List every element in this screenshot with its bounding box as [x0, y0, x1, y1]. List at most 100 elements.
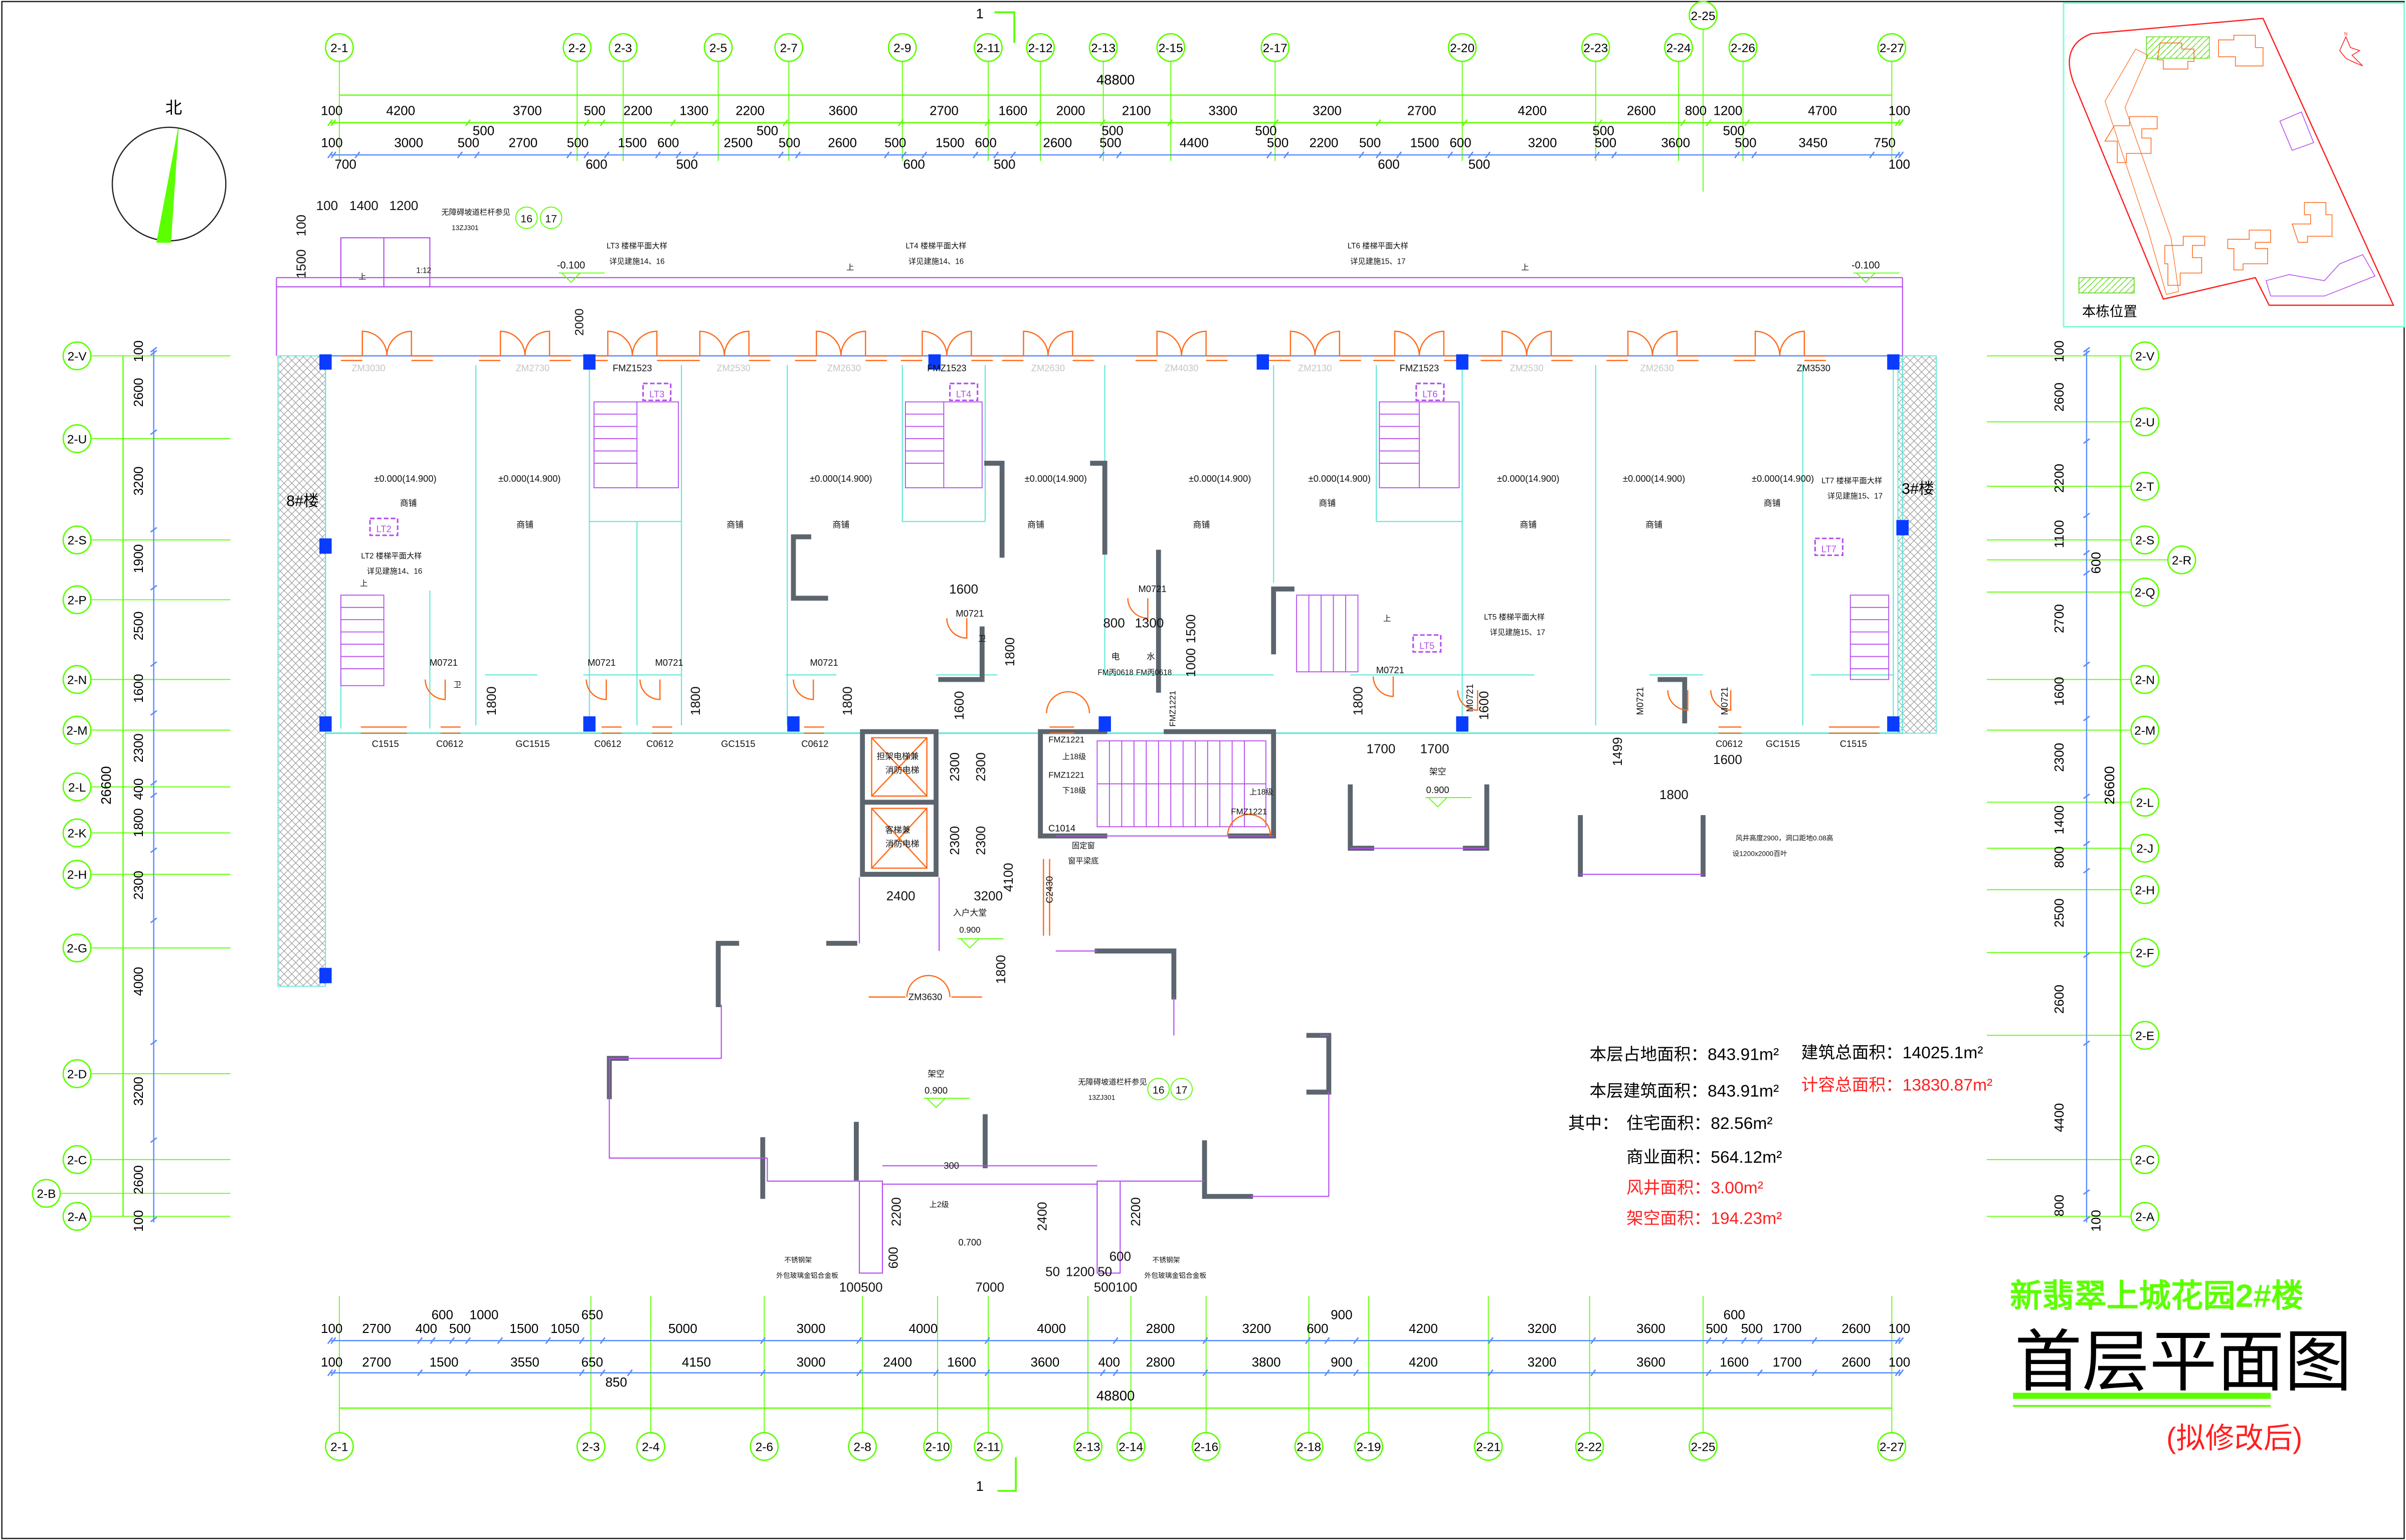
plan-label: LT4 [956, 389, 971, 399]
grid-bubble-top-label: 2-7 [780, 42, 798, 55]
plan-label: ±0.000(14.900) [1309, 473, 1371, 484]
dim-tick [1811, 1337, 1817, 1344]
plan-label: 商铺 [1193, 520, 1210, 530]
left-dim-value: 3200 [131, 466, 146, 495]
dim-tick [150, 1137, 157, 1143]
top-dim-row2-value: 600 [1378, 157, 1399, 172]
dim-tick [921, 151, 928, 158]
plan-label: FMZ1221 [1231, 807, 1267, 817]
detail-callout-icon [1170, 1078, 1193, 1100]
dim-tick [884, 151, 890, 158]
elevation-marker-icon [923, 1097, 970, 1108]
top-dim-row2-value: 600 [586, 157, 607, 172]
plan-label: 2400 [886, 888, 915, 903]
top-dim-row1-value: 100 [1889, 103, 1910, 118]
grid-bubble-top-label: 2-24 [1667, 42, 1691, 55]
dim-tick [150, 350, 157, 356]
column [1256, 354, 1269, 370]
dim-tick [1324, 1337, 1330, 1344]
column [1887, 354, 1900, 370]
plan-label: 2300 [973, 752, 988, 782]
grid-bubble-right-label: 2-H [2135, 884, 2154, 897]
top-dim-row1-value: 800 [1685, 103, 1707, 118]
dim-tick [417, 1337, 423, 1344]
top-dim-row2-value: 600 [975, 135, 997, 150]
bottom-dim-row2-value: 2700 [362, 1355, 391, 1370]
bottom-dim-row1-value: 3000 [797, 1321, 826, 1336]
dim-tick [2083, 549, 2090, 556]
double-door-icon [607, 330, 658, 356]
inset-compass-icon [2339, 36, 2363, 67]
dim-tick [1757, 1337, 1763, 1344]
elevator-1-icon [871, 737, 928, 797]
column [1896, 520, 1909, 535]
window-icon [586, 355, 679, 361]
plan-label: FMZ1523 [927, 362, 966, 373]
dim-tick [150, 1216, 157, 1223]
dim-tick [675, 151, 681, 158]
dim-tick [1353, 1337, 1359, 1344]
top-dim-row1-value: 3700 [513, 103, 542, 118]
plan-label: 2200 [1128, 1197, 1143, 1226]
window-icon [1135, 355, 1228, 361]
grid-bubble-left-label: 2-B [37, 1188, 56, 1201]
grid-bubble-bottom-label: 2-14 [1119, 1441, 1143, 1454]
plan-label: 固定窗 [1072, 841, 1095, 850]
grid-bubble-right: 2-J [2130, 834, 2160, 863]
dim-tick [1375, 119, 1382, 126]
grid-bubble-bottom-label: 2-13 [1076, 1441, 1100, 1454]
plan-label: ±0.000(14.900) [1752, 473, 1814, 484]
dim-tick [545, 1337, 551, 1344]
plan-label: LT6 楼梯平面大样 [1348, 242, 1408, 251]
double-door-icon [816, 330, 866, 356]
dim-tick [973, 151, 979, 158]
plan-label: 详见建施14、16 [609, 257, 664, 266]
legend-label: 本栋位置 [2082, 303, 2137, 319]
window-icon [479, 355, 571, 361]
bottom-dim-row1-value: 500 [449, 1321, 471, 1336]
stair-lt6 [1379, 401, 1460, 488]
grid-bubble-top-label: 2-12 [1028, 42, 1053, 55]
stair-lt3 [593, 401, 679, 488]
right-dim-value: 2200 [2052, 464, 2067, 493]
bottom-dim-row1-value: 5000 [668, 1321, 697, 1336]
grid-bubble-bottom: 2-18 [1294, 1432, 1324, 1461]
top-dim-row2-value: 500 [1595, 135, 1616, 150]
stair-tag-icon [1412, 634, 1442, 653]
dim-tick [1202, 1337, 1208, 1344]
plan-label: 16 [520, 213, 532, 225]
bottom-dim-row1-value: 2700 [362, 1321, 391, 1336]
top-dim-row1-value: 4200 [1518, 103, 1547, 118]
grid-bubble-top: 2-25 [1689, 1, 1718, 30]
top-dim-row1-value: 3600 [829, 103, 858, 118]
top-dim-row2-value: 500 [1468, 157, 1490, 172]
plan-label: 600 [1109, 1249, 1131, 1264]
bottom-dim-row2-value: 2800 [1146, 1355, 1175, 1370]
grid-bubble-bottom: 2-21 [1473, 1432, 1503, 1461]
elevation-marker-icon [1853, 272, 1900, 283]
door-swing-icon [639, 679, 661, 700]
plan-label: 1499 [1610, 737, 1625, 766]
grid-bubble-right: 2-V [2130, 341, 2160, 370]
dim-tick [330, 119, 336, 126]
grid-bubble-left-label: 2-C [67, 1153, 87, 1167]
dim-tick [150, 429, 157, 435]
dim-tick [1811, 1369, 1817, 1377]
grid-bubble-right-label: 2-V [2135, 350, 2155, 363]
dim-tick [1590, 1369, 1596, 1377]
bottom-dim-row2-value: 3000 [797, 1355, 826, 1370]
top-dim-row2-value: 3450 [1798, 135, 1827, 150]
top-dim-row2-value: 2700 [508, 135, 537, 150]
dim-tick [670, 119, 676, 126]
dim-tick [2083, 1216, 2090, 1222]
grid-bubble-top-label: 2-23 [1583, 42, 1608, 55]
site-location-inset: N 本栋位置 [2063, 2, 2405, 328]
plan-label: 1500 [1183, 615, 1198, 644]
grid-bubble-top: 2-11 [974, 33, 1003, 62]
dim-tick [566, 151, 572, 158]
plan-label: 不锈钢架 [784, 1256, 812, 1264]
dim-tick [760, 1337, 766, 1344]
grid-bubble-bottom-label: 2-22 [1577, 1441, 1602, 1454]
dim-tick [1113, 1337, 1119, 1344]
dim-tick [856, 1337, 862, 1344]
